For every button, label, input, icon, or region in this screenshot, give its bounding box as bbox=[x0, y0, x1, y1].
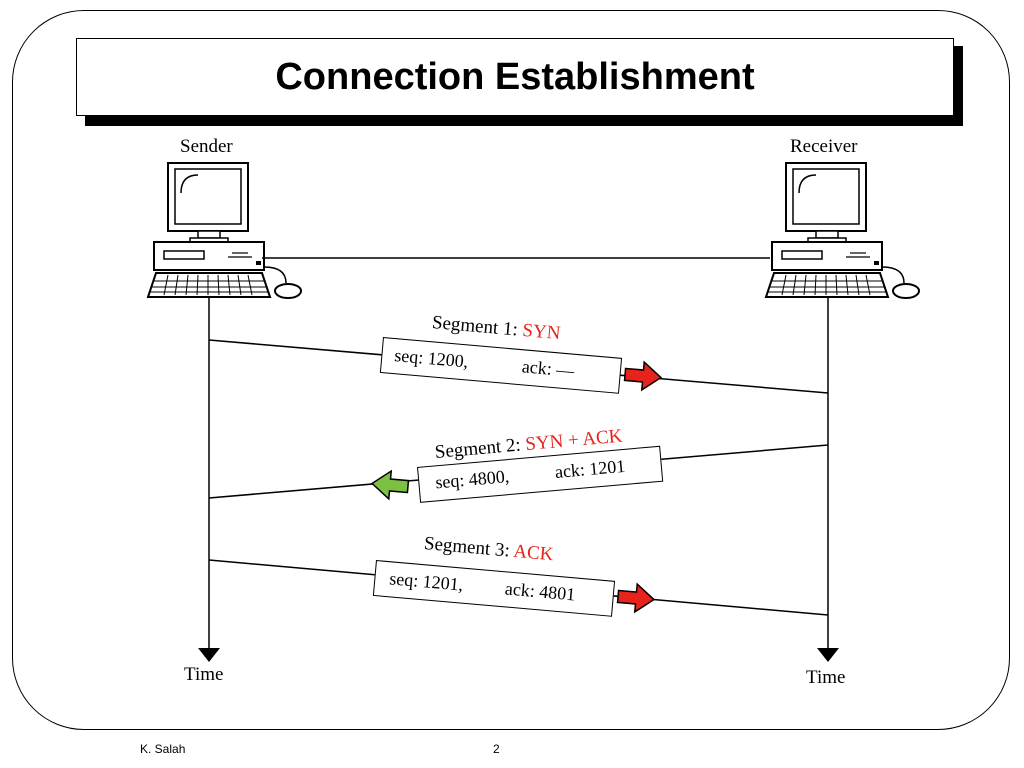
footer-page-number: 2 bbox=[493, 742, 500, 756]
segment-2-seq: seq: 4800, bbox=[434, 466, 511, 493]
segment-1-arrow-icon bbox=[623, 359, 663, 393]
title-box: Connection Establishment bbox=[76, 38, 954, 116]
footer-author: K. Salah bbox=[140, 742, 186, 756]
receiver-label: Receiver bbox=[790, 136, 858, 157]
segment-1-seq: seq: 1200, bbox=[393, 345, 470, 372]
segment-3-flag: ACK bbox=[512, 540, 555, 566]
segment-1-ack: ack: — bbox=[521, 356, 576, 381]
segment-3-arrow-icon bbox=[616, 581, 656, 615]
sender-time-arrowhead bbox=[198, 648, 220, 662]
sender-computer-icon bbox=[147, 162, 302, 299]
segment-1-flag: SYN bbox=[521, 319, 562, 345]
receiver-computer-icon bbox=[765, 162, 920, 299]
slide-frame bbox=[12, 10, 1010, 730]
segment-3-ack: ack: 4801 bbox=[504, 578, 577, 605]
receiver-time-arrowhead bbox=[817, 648, 839, 662]
sender-time-label: Time bbox=[184, 664, 224, 685]
receiver-time-label: Time bbox=[806, 667, 846, 688]
page-title: Connection Establishment bbox=[275, 55, 755, 98]
segment-2-arrow-icon bbox=[370, 468, 410, 502]
segment-3-seq: seq: 1201, bbox=[388, 568, 465, 595]
sender-label: Sender bbox=[180, 136, 233, 157]
segment-2-ack: ack: 1201 bbox=[554, 455, 627, 482]
